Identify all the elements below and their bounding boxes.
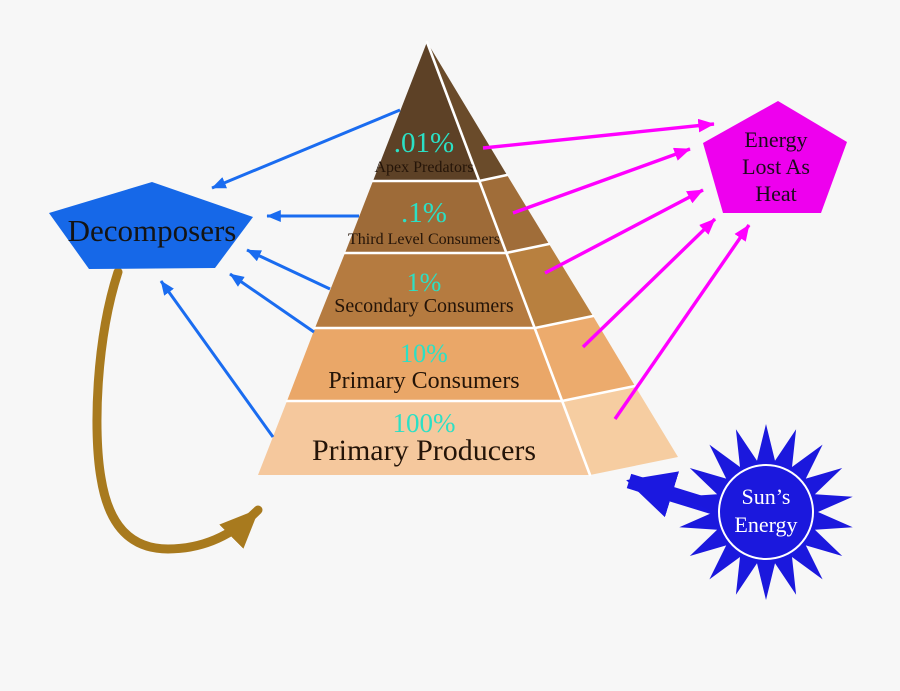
- magenta-arrow-primary-consumers: [581, 217, 717, 349]
- sun-circle: [718, 464, 814, 560]
- magenta-arrow-apex: [482, 118, 715, 150]
- level-primary-consumers-side: [535, 316, 635, 401]
- label-primary-consumers: Primary Consumers: [328, 368, 519, 394]
- level-secondary-front: [315, 253, 535, 328]
- decomposer-return-arrow: [92, 267, 263, 554]
- heat-node: Energy Lost As Heat: [703, 101, 847, 213]
- percent-apex: .01%: [394, 127, 454, 159]
- pyramid: .01% Apex Predators .1% Third Level Cons…: [258, 40, 678, 477]
- blue-arrow-primary-producers: [159, 280, 275, 438]
- heat-arrows: [482, 118, 751, 420]
- blue-arrow-primary-consumers: [229, 272, 315, 334]
- level-primary-producers-front: [258, 401, 590, 475]
- heat-label-line1: Energy: [744, 127, 807, 152]
- percent-primary-consumers: 10%: [400, 339, 448, 368]
- level-primary-producers-side: [562, 386, 678, 475]
- percent-third: .1%: [401, 197, 447, 229]
- level-primary-consumers-front: [287, 328, 562, 401]
- label-apex: Apex Predators: [374, 159, 473, 176]
- sun-label-line2: Energy: [734, 512, 797, 537]
- blue-arrow-apex: [211, 108, 401, 190]
- label-third: Third Level Consumers: [348, 231, 500, 248]
- percent-primary-producers: 100%: [393, 408, 456, 438]
- decomposer-arrows: [159, 108, 401, 438]
- decomposers-label: Decomposers: [68, 213, 237, 248]
- label-primary-producers: Primary Producers: [312, 434, 536, 467]
- magenta-arrow-third: [512, 147, 691, 215]
- sun-node: Sun’s Energy: [679, 424, 853, 600]
- heat-label-line3: Heat: [755, 181, 797, 206]
- percent-secondary: 1%: [407, 268, 442, 297]
- magenta-arrow-primary-producers: [613, 224, 751, 420]
- decomposers-pentagon: [49, 182, 253, 269]
- heat-pentagon: [703, 101, 847, 213]
- magenta-arrow-secondary: [544, 188, 704, 275]
- pyramid-divider-lines: [285, 40, 637, 477]
- blue-arrow-secondary: [246, 248, 331, 291]
- label-secondary: Secondary Consumers: [334, 295, 514, 317]
- decomposers-node: Decomposers: [49, 182, 253, 269]
- sun-label-line1: Sun’s: [742, 484, 791, 509]
- level-third-front: [345, 181, 506, 253]
- level-apex-front: [373, 42, 479, 181]
- heat-label-line2: Lost As: [742, 154, 810, 179]
